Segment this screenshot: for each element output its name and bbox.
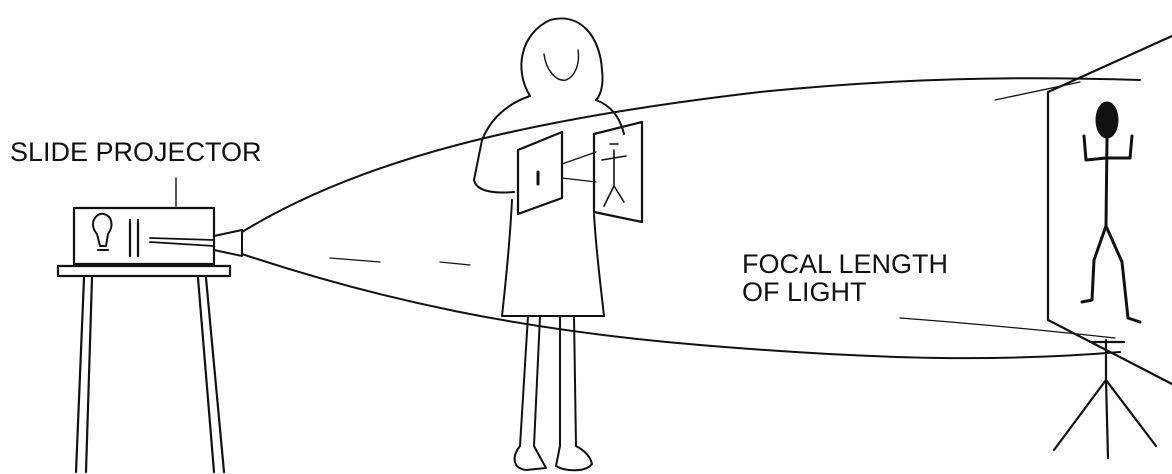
- girl-legs: [520, 316, 576, 446]
- small-projected-image: [562, 122, 642, 222]
- small-image-frame: [594, 122, 642, 222]
- beam-inner-line-upper: [995, 82, 1080, 100]
- girl-face: [544, 50, 579, 80]
- held-sheet: [518, 132, 562, 214]
- beam-center-dash: [330, 258, 470, 265]
- girl-hair: [521, 18, 602, 100]
- beam-start-lines: [150, 238, 214, 246]
- light-beam: [150, 78, 1140, 358]
- focal-length-label-line1: FOCAL LENGTH: [742, 250, 948, 278]
- girl-dress: [502, 200, 604, 316]
- beam-inner-line-lower: [900, 318, 1115, 338]
- small-stick-figure: [602, 144, 626, 206]
- small-beam-lines: [562, 152, 596, 182]
- projector-table: [58, 266, 230, 472]
- focal-length-label-line2: OF LIGHT: [742, 278, 948, 306]
- beam-lower-edge: [242, 254, 1120, 358]
- beam-upper-edge: [242, 78, 1140, 232]
- table-leg-right: [198, 278, 224, 472]
- table-top: [58, 266, 230, 276]
- large-stick-figure: [1082, 103, 1140, 322]
- bulb-icon: [93, 214, 111, 250]
- screen-frame: [1048, 36, 1172, 384]
- girl-feet: [515, 446, 592, 470]
- slide-projector-label: SLIDE PROJECTOR: [10, 138, 262, 166]
- figure-body: [1106, 138, 1107, 226]
- beam-nozzle: [214, 230, 242, 256]
- focal-length-label: FOCAL LENGTH OF LIGHT: [742, 250, 948, 306]
- table-leg-left: [76, 278, 92, 472]
- slide-projector: [74, 178, 214, 264]
- lens-lines: [130, 220, 138, 256]
- figure-legs: [1082, 226, 1140, 322]
- screen-stand-legs: [1054, 380, 1156, 458]
- projection-screen: [1048, 36, 1172, 458]
- figure-head: [1097, 103, 1117, 137]
- girl-figure: [474, 18, 624, 470]
- girl-arm: [474, 180, 514, 193]
